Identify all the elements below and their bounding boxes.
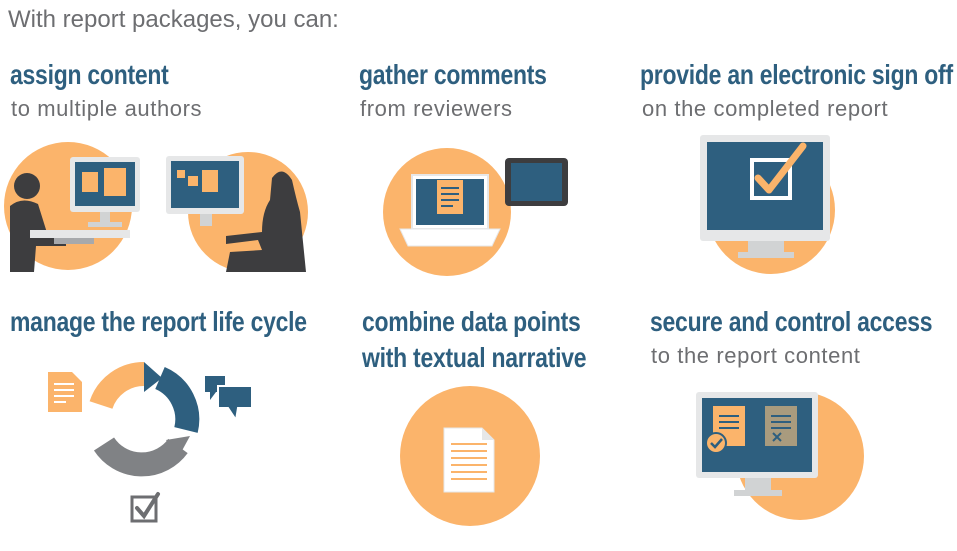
combine-data-illustration <box>400 386 540 526</box>
feature-subtitle-secure: to the report content <box>651 343 861 368</box>
secure-access-illustration <box>696 392 864 520</box>
intro-text: With report packages, you can: <box>8 6 339 33</box>
feature-title-assign: assign content <box>10 59 169 90</box>
feature-title-gather: gather comments <box>359 59 547 90</box>
person-right-icon <box>226 171 306 272</box>
keyboard-left <box>54 238 94 244</box>
monitor-right-icon <box>166 156 244 226</box>
feature-subtitle-gather: from reviewers <box>360 96 513 121</box>
cycle-ring-icon <box>89 361 200 477</box>
checkbox-icon <box>130 492 160 523</box>
feature-title-secure: secure and control access <box>650 306 933 337</box>
feature-subtitle-assign: to multiple authors <box>11 96 203 121</box>
life-cycle-illustration <box>48 361 253 523</box>
feature-title-combine-line2: with textual narrative <box>362 342 587 373</box>
feature-title-lifecycle: manage the report life cycle <box>10 306 307 337</box>
laptop-icon <box>399 174 501 247</box>
document-icon <box>48 372 82 412</box>
rejected-document-icon <box>765 406 797 446</box>
document-icon <box>443 427 495 493</box>
sign-off-illustration <box>700 135 835 274</box>
feature-subtitle-signoff: on the completed report <box>642 96 889 121</box>
tablet-icon <box>505 158 568 206</box>
desk-left <box>30 230 130 238</box>
approved-document-icon <box>705 406 745 454</box>
checkbox-check-icon <box>750 142 807 200</box>
assign-content-illustration <box>4 142 308 272</box>
feature-title-combine-line1: combine data points <box>362 306 581 337</box>
chat-bubbles-icon <box>205 376 253 423</box>
monitor-left-icon <box>70 157 140 227</box>
feature-title-signoff: provide an electronic sign off <box>640 59 953 90</box>
gather-comments-illustration <box>383 148 568 276</box>
